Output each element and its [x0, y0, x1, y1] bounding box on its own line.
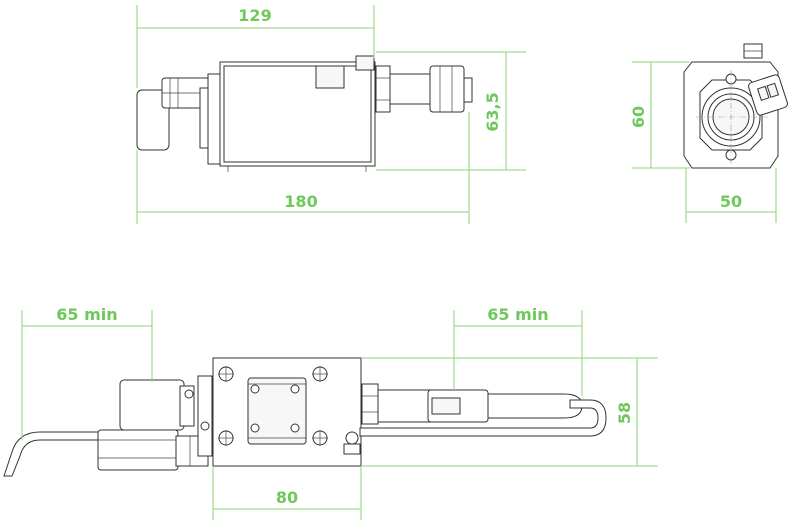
- dim-top-length-label: 180: [284, 192, 317, 211]
- dim-side-width-label: 50: [720, 192, 742, 211]
- side-connector: [748, 74, 788, 116]
- bottom-left-connector: [97, 429, 179, 471]
- top-output-connector: [389, 73, 431, 105]
- top-nut: [375, 65, 391, 113]
- dim-top-width-label: 129: [238, 6, 271, 25]
- top-motor: [136, 89, 170, 151]
- bottom-view: 65 min 65 min 58 80: [3, 305, 658, 520]
- dim-bottom-height-label: 58: [615, 402, 634, 424]
- bottom-nut: [361, 383, 379, 425]
- dim-top-height-label: 63,5: [483, 92, 502, 131]
- top-view: 129 180 63,5: [136, 5, 526, 224]
- bottom-motor: [119, 379, 185, 431]
- bottom-right-cable: [359, 399, 607, 437]
- dim-bottom-right-clearance-label: 65 min: [487, 305, 548, 324]
- bottom-output-connector: [377, 389, 431, 423]
- dim-bottom-width-label: 80: [276, 488, 298, 507]
- dim-side-height-label: 60: [629, 106, 648, 128]
- dim-bottom-left-clearance-label: 65 min: [56, 305, 117, 324]
- bottom-left-cable: [3, 431, 101, 477]
- side-view: 60 50: [629, 43, 788, 223]
